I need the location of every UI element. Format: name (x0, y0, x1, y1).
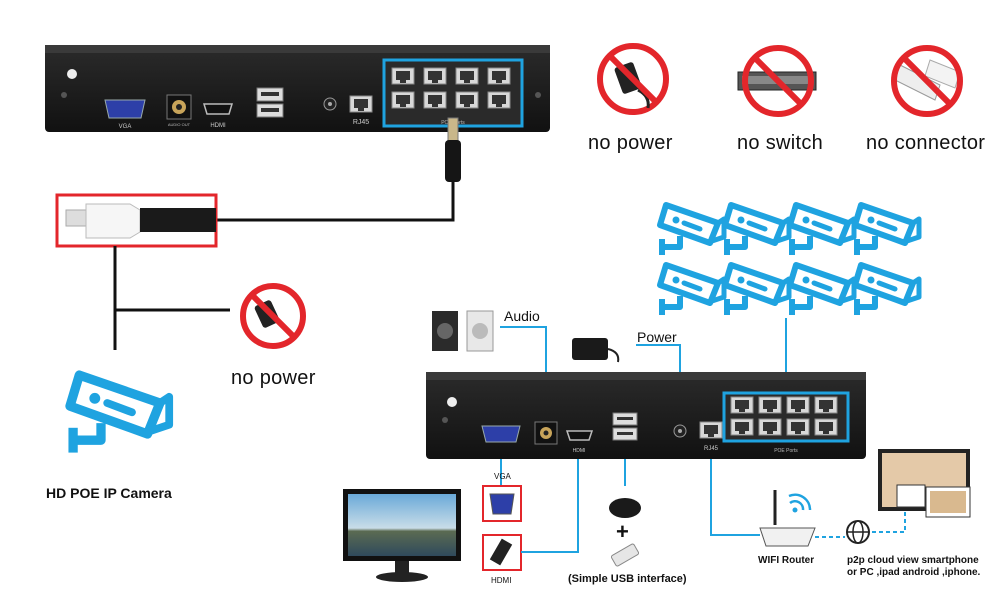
camera-icon (660, 205, 724, 255)
devices-icon (878, 449, 971, 518)
rj45-port-icon (349, 95, 373, 113)
camera-icon (660, 265, 724, 315)
camera-icon (725, 205, 789, 255)
camera-icon (790, 205, 854, 255)
usb-stick-icon (610, 543, 640, 567)
speaker-icon (432, 310, 494, 352)
usb-label: (Simple USB interface) (568, 573, 687, 585)
dc-power-port-icon (323, 97, 337, 111)
camera-icon (855, 205, 919, 255)
wifi-signal-icon (788, 493, 812, 513)
prohibited-power-small-icon (240, 283, 306, 349)
nvr-bottom: HDMI RJ45 POE Ports (426, 372, 866, 459)
p2p-label-line1: p2p cloud view smartphone (847, 555, 979, 566)
hdmi-port-label-bottom: HDMI (573, 448, 586, 454)
vga-port-icon (104, 99, 146, 119)
hdmi-label: HDMI (491, 576, 512, 585)
power-label: Power (637, 329, 677, 345)
power-adapter-icon (572, 338, 620, 363)
audio-port-icon (534, 421, 558, 445)
router-label: WIFI Router (758, 555, 815, 566)
prohibited-connector-icon (891, 45, 963, 117)
poe-cable-top (216, 117, 461, 222)
hdmi-port-icon (202, 103, 234, 115)
vga-port-label: VGA (119, 124, 132, 130)
vga-port-icon (481, 425, 521, 443)
device-dashed-line (872, 510, 906, 533)
globe-icon (846, 520, 870, 544)
poe-port-block (722, 391, 850, 443)
monitor-icon (343, 489, 461, 582)
usb-port-icon (256, 87, 284, 118)
audio-port-label: AUDIO OUT (168, 122, 191, 127)
wifi-router-icon (759, 490, 816, 547)
camera-icon (790, 265, 854, 315)
poe-port-label-bottom: POE Ports (774, 448, 798, 454)
camera-icon (725, 265, 789, 315)
audio-port-icon (166, 94, 192, 120)
audio-label: Audio (504, 308, 540, 324)
no-power-label: no power (588, 132, 673, 154)
vga-label: VGA (494, 472, 511, 481)
hdmi-port-label: HDMI (210, 123, 226, 129)
hdmi-cable-box (482, 534, 522, 571)
hd-poe-camera-icon (70, 375, 169, 453)
vga-cable-box (482, 485, 522, 522)
router-line (710, 459, 760, 536)
poe-port-block (382, 58, 524, 128)
no-switch-label: no switch (737, 132, 824, 154)
usb-plus-sign: + (616, 519, 629, 544)
usb-port-icon (612, 412, 638, 441)
camera-icon (855, 265, 919, 315)
prohibited-power-icon (597, 43, 669, 115)
rj45-connector-box (55, 193, 218, 248)
no-connector-label: no connector (866, 132, 986, 154)
rj45-port-label-bottom: RJ45 (704, 446, 719, 452)
nvr-top: VGA AUDIO OUT HDMI RJ45 (45, 45, 550, 132)
hdmi-port-icon (565, 430, 594, 441)
p2p-label-line2: or PC ,ipad android ,iphone. (847, 567, 981, 578)
power-led-icon (67, 69, 77, 79)
no-power-camera-label: no power (231, 367, 316, 389)
hdmi-line (521, 459, 579, 553)
camera-grid (660, 205, 919, 315)
mouse-icon (609, 498, 641, 518)
rj45-port-label: RJ45 (353, 119, 369, 126)
camera-label: HD POE IP Camera (46, 485, 172, 501)
rj45-port-icon (699, 421, 723, 439)
prohibited-switch-icon (737, 45, 817, 117)
camera-branch-lines (113, 246, 230, 350)
dc-power-port-icon (673, 424, 687, 438)
